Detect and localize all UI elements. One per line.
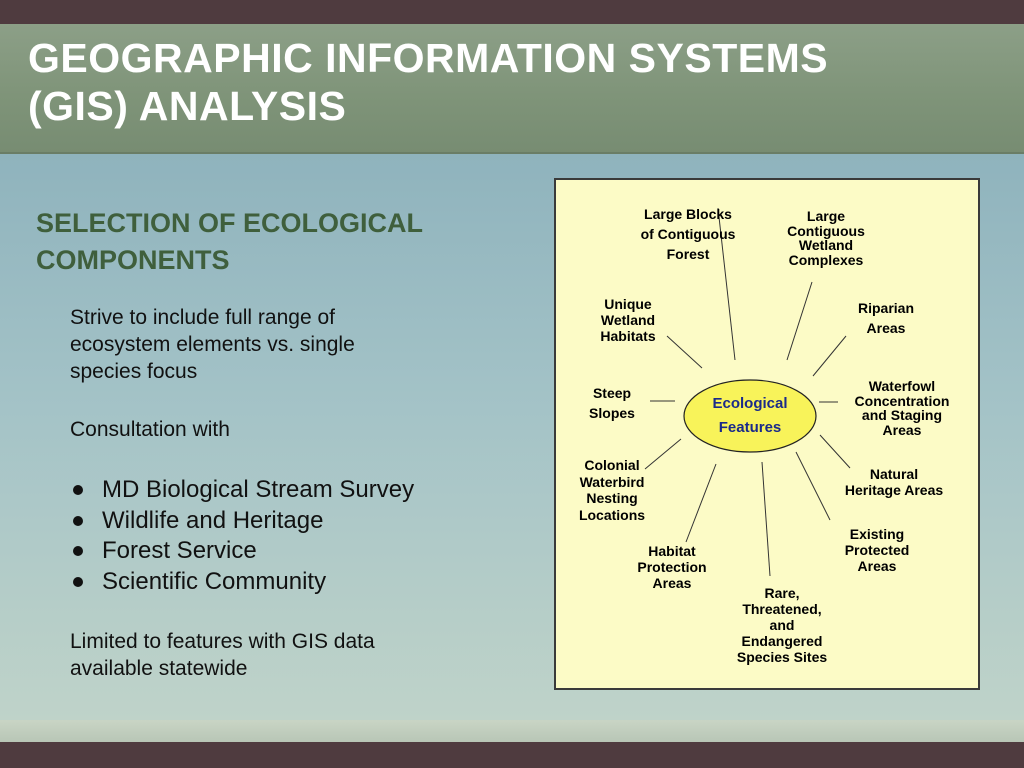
diagram-node-line: Threatened, (742, 601, 822, 617)
center-ellipse (683, 379, 817, 453)
center-label-line: Ecological (712, 395, 788, 412)
diagram-node-line: Riparian (857, 300, 915, 316)
paragraph-line: Strive to include full range of (70, 306, 335, 329)
diagram-node-line: Forest (666, 246, 710, 262)
diagram-node-line: Steep (592, 385, 632, 401)
section-subtitle: SELECTION OF ECOLOGICAL COMPONENTS (36, 205, 516, 279)
diagram-node-line: Areas (857, 558, 897, 574)
diagram-node-line: Waterbird (579, 473, 645, 490)
diagram-node-line: and Staging (861, 407, 943, 423)
diagram-node-line: Large Blocks (644, 206, 732, 222)
diagram-node-line: Large (806, 208, 846, 224)
connector-line (795, 451, 831, 521)
connector-line (644, 438, 682, 470)
title-bar (0, 24, 1024, 154)
slide-title: GEOGRAPHIC INFORMATION SYSTEMS (GIS) ANA… (28, 34, 988, 130)
connector-line (717, 207, 736, 361)
ecological-features-diagram: Ecological Features Large Blocks of Conti… (554, 178, 980, 690)
paragraph-full-range: Strive to include full range of ecosyste… (70, 304, 490, 385)
diagram-node-line: Areas (882, 421, 922, 438)
connector-line (761, 461, 771, 577)
diagram-node-line: Contiguous (787, 222, 865, 239)
diagram-node-line: Colonial (584, 457, 640, 473)
paragraph-line: available statewide (70, 657, 248, 680)
list-item: MD Biological Stream Survey (70, 475, 414, 506)
diagram-node-line: Nesting (586, 490, 638, 506)
diagram-connectors (644, 207, 851, 577)
top-band (0, 0, 1024, 24)
diagram-node-line: Rare, (764, 585, 800, 601)
paragraph-limited: Limited to features with GIS data availa… (70, 628, 490, 682)
diagram-node-line: Slopes (589, 405, 635, 421)
diagram-node-line: Locations (578, 506, 646, 523)
subtitle-line-1: SELECTION OF ECOLOGICAL (36, 208, 424, 238)
diagram-node-line: Endangered (741, 633, 823, 649)
paragraph-consultation: Consultation with (70, 418, 230, 441)
diagram-node-line: Existing (849, 526, 905, 542)
diagram-node-line: Natural (869, 466, 919, 482)
diagram-node-line: Unique (604, 296, 652, 312)
connector-line (812, 335, 847, 377)
diagram-node-line: Species Sites (736, 649, 828, 665)
diagram-node-line: Concentration (854, 392, 950, 409)
diagram-node-line: and (769, 617, 795, 633)
diagram-node-line: Wetland (798, 237, 854, 253)
diagram-node-line: Heritage Areas (844, 482, 944, 498)
diagram-node-line: Areas (866, 320, 906, 336)
footer-strip (0, 720, 1024, 742)
diagram-node-line: Habitats (600, 328, 656, 344)
list-item-label: MD Biological Stream Survey (102, 476, 415, 503)
subtitle-line-2: COMPONENTS (36, 245, 230, 275)
diagram-node-line: of Contiguous (640, 226, 736, 242)
diagram-node-line: Areas (652, 575, 692, 591)
bullet-icon (73, 576, 83, 587)
paragraph-line: species focus (70, 360, 198, 383)
center-label: Ecological Features (712, 392, 787, 440)
title-line-1: GEOGRAPHIC INFORMATION SYSTEMS (28, 35, 829, 81)
bullet-icon (73, 515, 83, 526)
paragraph-line: Limited to features with GIS data (70, 630, 375, 653)
connector-line (666, 335, 703, 369)
diagram-node-line: Protected (844, 542, 910, 558)
diagram-node-line: Wetland (600, 312, 656, 328)
diagram-node-line: Complexes (788, 251, 864, 268)
connector-line (685, 463, 717, 543)
paragraph-line: ecosystem elements vs. single (70, 333, 355, 356)
diagram-node-line: Waterfowl (868, 378, 936, 394)
diagram-node-line: Habitat (648, 543, 696, 559)
bullet-icon (73, 485, 83, 495)
bottom-band (0, 742, 1024, 768)
consultation-list: MD Biological Stream Survey Wildlife and… (70, 475, 414, 597)
list-item-label: Wildlife and Heritage (102, 506, 324, 534)
connector-line (819, 434, 851, 469)
diagram-node-line: Protection (637, 559, 707, 575)
bullet-icon (73, 546, 83, 556)
list-item-label: Scientific Community (102, 567, 327, 595)
list-item: Wildlife and Heritage (70, 506, 414, 537)
list-item-label: Forest Service (102, 537, 257, 564)
title-line-2: (GIS) ANALYSIS (28, 83, 347, 129)
center-label-line: Features (718, 419, 782, 436)
list-item: Forest Service (70, 536, 414, 567)
connector-line (786, 281, 813, 361)
list-item: Scientific Community (70, 567, 414, 598)
